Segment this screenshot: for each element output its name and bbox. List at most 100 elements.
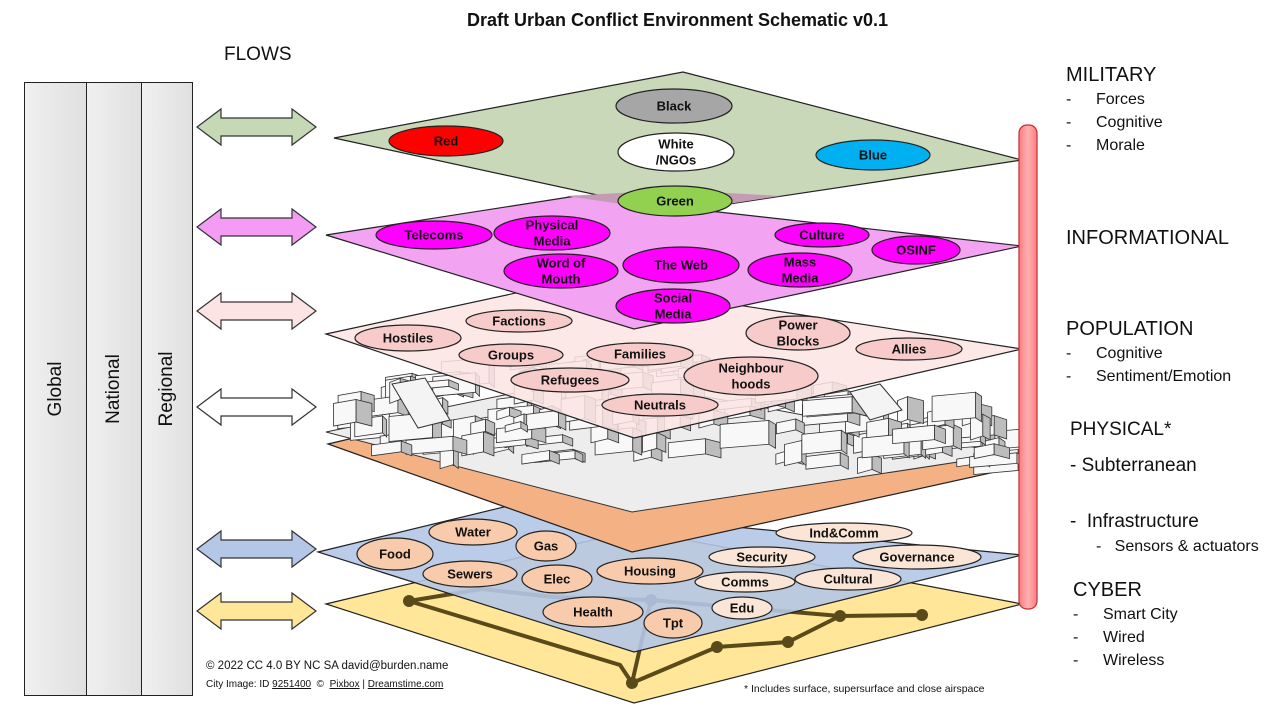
flow-arrow [196,107,317,147]
city-building [931,391,976,423]
military-node-label: Black [657,99,692,114]
informational-node [503,253,619,289]
side-military-item: Morale [1066,137,1163,160]
infrastructure-node-label: Water [455,525,491,540]
footer-note: * Includes surface, supersurface and clo… [744,683,985,695]
military-node [815,139,931,171]
flow-arrow [196,591,317,631]
city-building-side [982,413,991,441]
city-building-side [656,431,667,454]
military-node-label: Red [434,134,459,149]
military-node [615,88,733,124]
cyber-network-line [408,599,634,685]
informational-node-label: Telecoms [404,228,463,243]
city-building-side [839,451,849,470]
city-building-side [483,431,495,457]
infrastructure-node-label: Governance [879,550,954,565]
flow-arrow [196,207,317,247]
city-building [719,419,770,449]
city-building-side [871,453,882,475]
population-node [465,309,573,333]
side-informational-heading: INFORMATIONAL [1066,227,1229,249]
cyber-network-node [626,677,638,689]
infrastructure-node [711,596,773,620]
city-building-side [934,424,946,445]
cyber-network-node [711,641,723,653]
diagram-title: Draft Urban Conflict Environment Schemat… [466,10,889,30]
city-building-side [520,420,528,433]
population-node [855,337,963,361]
infrastructure-node-label: Cultural [823,572,872,587]
city-building-side [448,379,459,391]
flow-arrow [196,291,317,331]
population-node-label: Refugees [541,373,600,388]
side-military-item: Cognitive [1066,114,1163,137]
cyber-network-node [403,595,415,607]
side-population-list: Cognitive Sentiment/Emotion [1066,345,1231,391]
city-building-side [768,419,776,449]
footer-image-site[interactable]: Dreamstime.com [367,679,444,690]
cyber-network-node [834,610,846,622]
city-building-side [452,435,468,455]
infrastructure-node-label: Sewers [447,567,493,582]
informational-node-label: The Web [654,258,708,273]
city-building-side [549,449,560,465]
side-cyber-item: Wireless [1073,652,1178,675]
population-node [601,393,719,417]
footer-image-id[interactable]: 9251400 [272,679,312,690]
informational-node [615,288,731,324]
population-node [745,315,851,351]
infrastructure-node-label: Elec [544,572,571,587]
infrastructure-node [794,567,902,591]
infrastructure-node [422,560,518,588]
informational-node-label: OSINF [896,243,936,258]
side-population-item: Sentiment/Emotion [1066,368,1231,391]
side-physical-heading: PHYSICAL* [1070,419,1172,440]
population-node [458,343,564,367]
population-node-label: Factions [492,314,545,329]
footer-image-credit: City Image: ID 9251400 © Pixbox | Dreams… [206,679,443,690]
side-military-list: Forces Cognitive Morale [1066,91,1163,160]
military-node [388,125,504,157]
informational-node [493,215,611,251]
population-node-label: Hostiles [383,331,434,346]
city-building-side [952,423,962,451]
infrastructure-node [643,607,703,639]
cyber-network-node [782,636,794,648]
population-node [586,342,694,366]
city-building-side [993,415,1008,440]
flow-arrow [196,529,317,569]
military-node [617,185,733,217]
footer-credit-mid: © [311,679,330,690]
cyber-network-node [916,609,928,621]
city-building [801,429,842,455]
side-military-heading: MILITARY [1066,64,1157,86]
side-cyber-item: Wired [1073,629,1178,652]
infrastructure-node-label: Edu [730,601,755,616]
flows-label: FLOWS [224,44,292,65]
side-population-heading: POPULATION [1066,318,1194,340]
scope-regional: Regional [141,82,193,696]
informational-node [747,252,853,288]
side-military-item: Forces [1066,91,1163,114]
city-building-side [485,418,496,436]
footer-image-source[interactable]: Pixbox [329,679,360,690]
side-cyber-item: Smart City [1073,606,1178,629]
city-building-side [400,440,413,457]
military-node-label: Blue [859,148,887,163]
infrastructure-node [542,596,644,628]
military-node-label: White/NGOs [656,137,696,168]
side-population-item: Cognitive [1066,345,1231,368]
population-node [510,367,630,393]
infrastructure-node [356,537,434,571]
population-node [354,324,462,352]
infrastructure-node [708,546,816,568]
city-building-side [975,391,982,423]
infrastructure-node-label: Health [573,605,613,620]
city-tower [391,377,451,429]
